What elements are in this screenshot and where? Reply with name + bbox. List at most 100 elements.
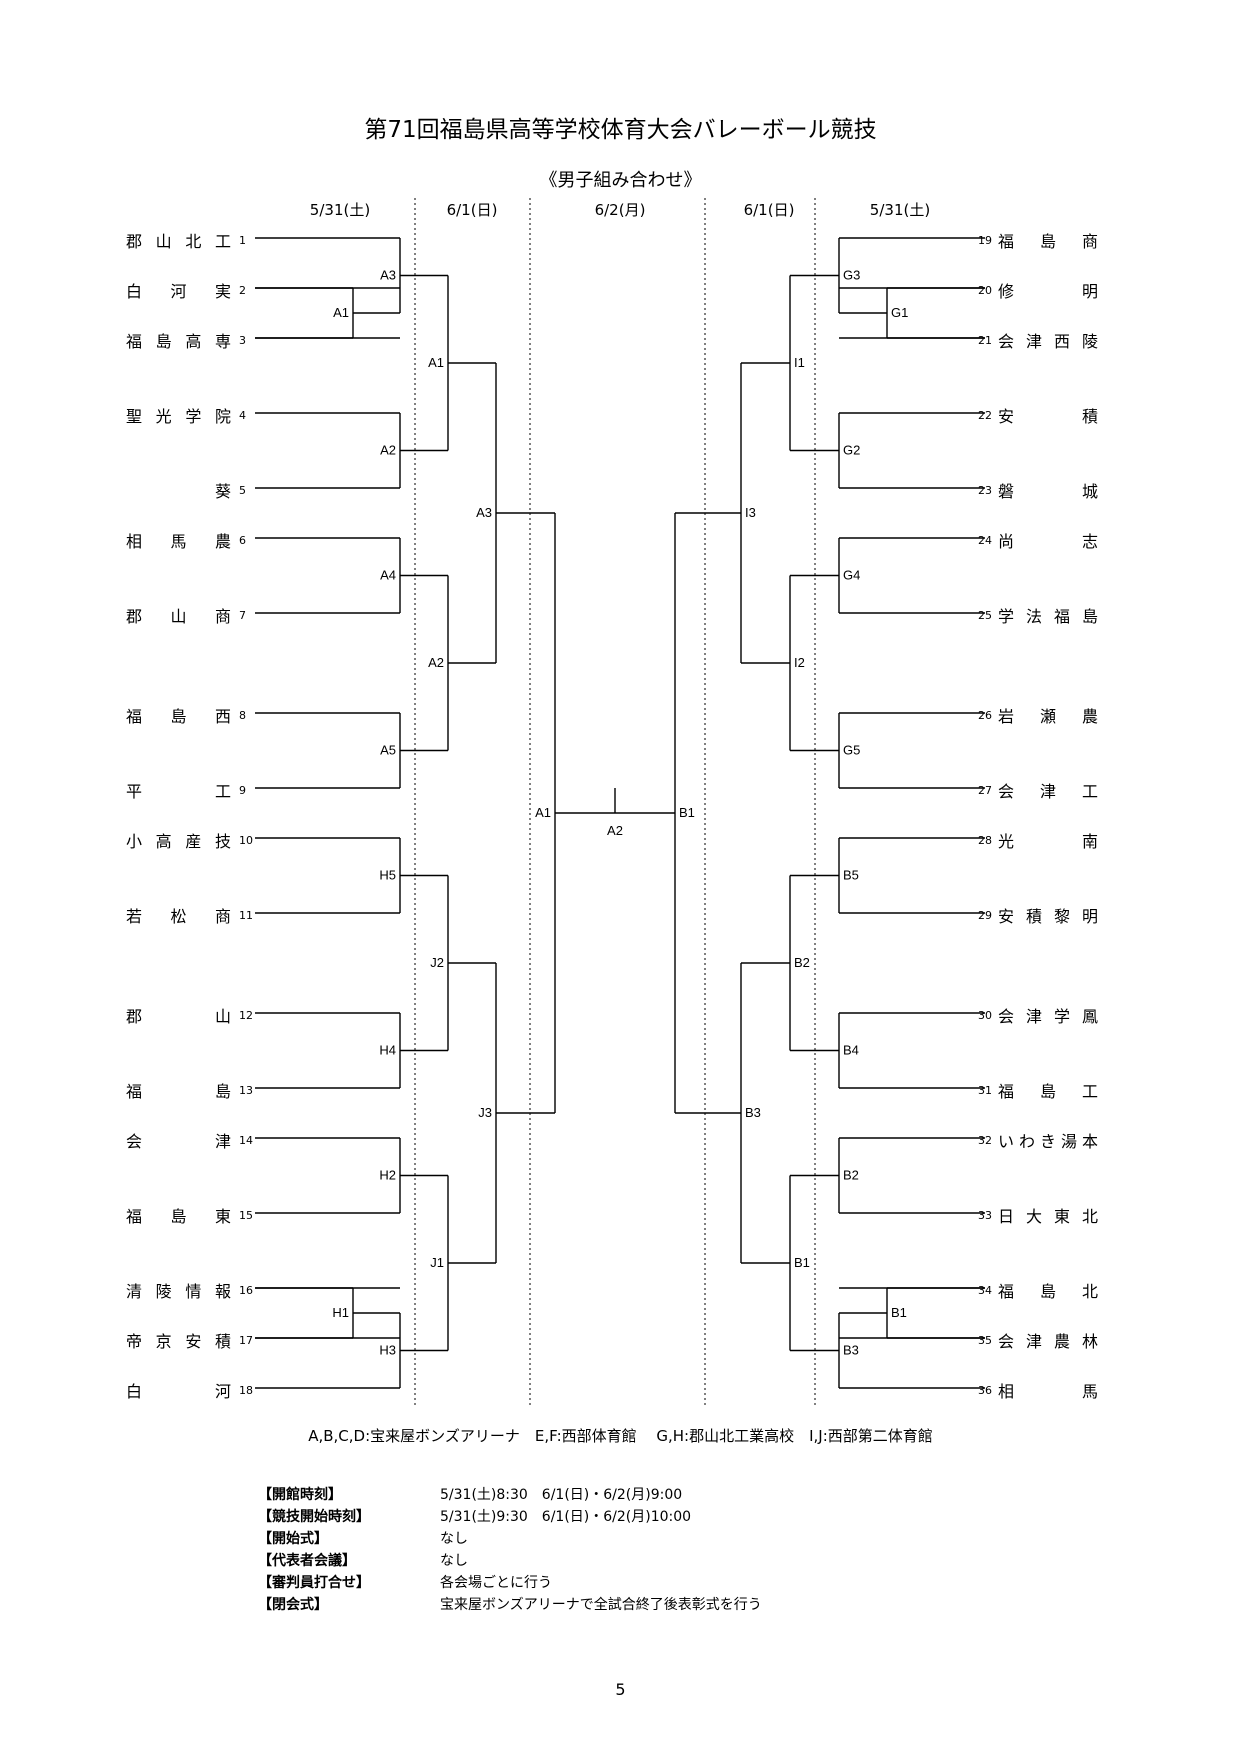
team-seed-number: 22 bbox=[978, 408, 992, 422]
team-seed-number: 33 bbox=[978, 1208, 992, 1222]
left-match-label: A4 bbox=[380, 568, 396, 583]
team-name-char: 城 bbox=[1081, 482, 1098, 501]
team-name-char: 山 bbox=[214, 1007, 231, 1026]
right-match-label: B2 bbox=[843, 1168, 859, 1183]
team-name-char: 学 bbox=[1053, 1007, 1070, 1026]
team-name: 会津 bbox=[126, 1128, 231, 1152]
team-name: 郡山 bbox=[126, 1003, 231, 1027]
team-name-char: 福 bbox=[126, 332, 143, 351]
schedule-label: 【審判員打合せ】 bbox=[258, 1575, 370, 1591]
team-name-char: 福 bbox=[126, 1207, 143, 1226]
team-name-char: 黎 bbox=[1053, 907, 1070, 926]
team-name: 会津農林 bbox=[998, 1328, 1098, 1352]
team-name-char: 河 bbox=[214, 1382, 231, 1401]
team-name-char: 白 bbox=[126, 282, 143, 301]
left-match-label: H1 bbox=[332, 1305, 349, 1320]
team-name-char: 北 bbox=[185, 232, 202, 251]
left-match-label: A3 bbox=[476, 505, 492, 520]
team-name: 会津工 bbox=[998, 778, 1098, 802]
schedule-label: 【開始式】 bbox=[258, 1531, 328, 1547]
schedule-value: なし bbox=[440, 1553, 468, 1569]
team-name: 福島工 bbox=[998, 1078, 1098, 1102]
left-match-label: J1 bbox=[430, 1255, 444, 1270]
team-name-char: 高 bbox=[155, 832, 172, 851]
team-name-char: 高 bbox=[185, 332, 202, 351]
team-name-char: 商 bbox=[214, 607, 231, 626]
team-name: 聖光学院 bbox=[126, 403, 231, 427]
team-name-char: 明 bbox=[1081, 282, 1098, 301]
team-name-char: 専 bbox=[214, 332, 231, 351]
team-name-char: わ bbox=[1018, 1132, 1035, 1151]
team-name-char: 積 bbox=[1025, 907, 1042, 926]
team-name-char: 実 bbox=[214, 282, 231, 301]
team-name-char: 農 bbox=[1053, 1332, 1070, 1351]
team-seed-number: 5 bbox=[239, 483, 246, 497]
team-name: 尚志 bbox=[998, 528, 1098, 552]
team-seed-number: 15 bbox=[239, 1208, 253, 1222]
team-name-char: 農 bbox=[1081, 707, 1098, 726]
page-number: 5 bbox=[615, 1680, 626, 1699]
team-seed-number: 34 bbox=[978, 1283, 992, 1297]
team-name-char: い bbox=[998, 1132, 1015, 1151]
team-name-char: 北 bbox=[1081, 1207, 1098, 1226]
team-name-char: 岩 bbox=[998, 707, 1015, 726]
team-name: 若松商 bbox=[126, 903, 231, 927]
schedule-row: 【閉会式】宝来屋ボンズアリーナで全試合終了後表彰式を行う bbox=[258, 1594, 762, 1616]
team-name-char: 本 bbox=[1081, 1132, 1098, 1151]
team-name-char: 若 bbox=[126, 907, 143, 926]
team-name-char: 小 bbox=[126, 832, 143, 851]
team-seed-number: 25 bbox=[978, 608, 992, 622]
right-match-label: B1 bbox=[794, 1255, 810, 1270]
team-name-char: 報 bbox=[214, 1282, 231, 1301]
team-name-char: 学 bbox=[185, 407, 202, 426]
page-subtitle: 《男子組み合わせ》 bbox=[539, 170, 702, 191]
right-match-label: I2 bbox=[794, 655, 805, 670]
team-seed-number: 4 bbox=[239, 408, 246, 422]
team-seed-number: 10 bbox=[239, 833, 253, 847]
venue-legend: A,B,C,D:宝来屋ボンズアリーナ E,F:西部体育館 G,H:郡山北工業高校… bbox=[308, 1427, 933, 1445]
team-name-char: 福 bbox=[1053, 607, 1070, 626]
team-name: 小高産技 bbox=[126, 828, 231, 852]
team-name-char: 京 bbox=[155, 1332, 172, 1351]
team-seed-number: 2 bbox=[239, 283, 246, 297]
date-final: 6/2(月) bbox=[594, 201, 646, 219]
team-seed-number: 23 bbox=[978, 483, 992, 497]
team-name-char: 島 bbox=[155, 332, 172, 351]
left-match-label: J3 bbox=[478, 1105, 492, 1120]
team-name-char: 会 bbox=[998, 782, 1015, 801]
right-match-label: B3 bbox=[745, 1105, 761, 1120]
team-name-char: 福 bbox=[126, 707, 143, 726]
team-name-char: 会 bbox=[998, 332, 1015, 351]
team-name-char: 平 bbox=[126, 782, 143, 801]
left-match-label: J2 bbox=[430, 955, 444, 970]
team-name: 白河実 bbox=[126, 278, 231, 302]
team-name-char: 明 bbox=[1081, 907, 1098, 926]
right-match-label: B1 bbox=[891, 1305, 907, 1320]
team-name-char: 津 bbox=[1025, 332, 1042, 351]
team-name-char: 修 bbox=[998, 282, 1015, 301]
team-seed-number: 13 bbox=[239, 1083, 253, 1097]
right-match-label: B5 bbox=[843, 868, 859, 883]
team-name-char: 島 bbox=[1039, 1082, 1056, 1101]
team-name: 修明 bbox=[998, 278, 1098, 302]
team-name-char: 馬 bbox=[1081, 1382, 1098, 1401]
team-seed-number: 11 bbox=[239, 908, 253, 922]
left-match-label: A3 bbox=[380, 268, 396, 283]
left-team-row: 若松商 11 bbox=[126, 903, 253, 927]
team-name-char: 工 bbox=[214, 782, 231, 801]
team-name-char: 聖 bbox=[126, 407, 143, 426]
team-name-char: 西 bbox=[1053, 332, 1070, 351]
team-name-char: 鳳 bbox=[1081, 1007, 1098, 1026]
